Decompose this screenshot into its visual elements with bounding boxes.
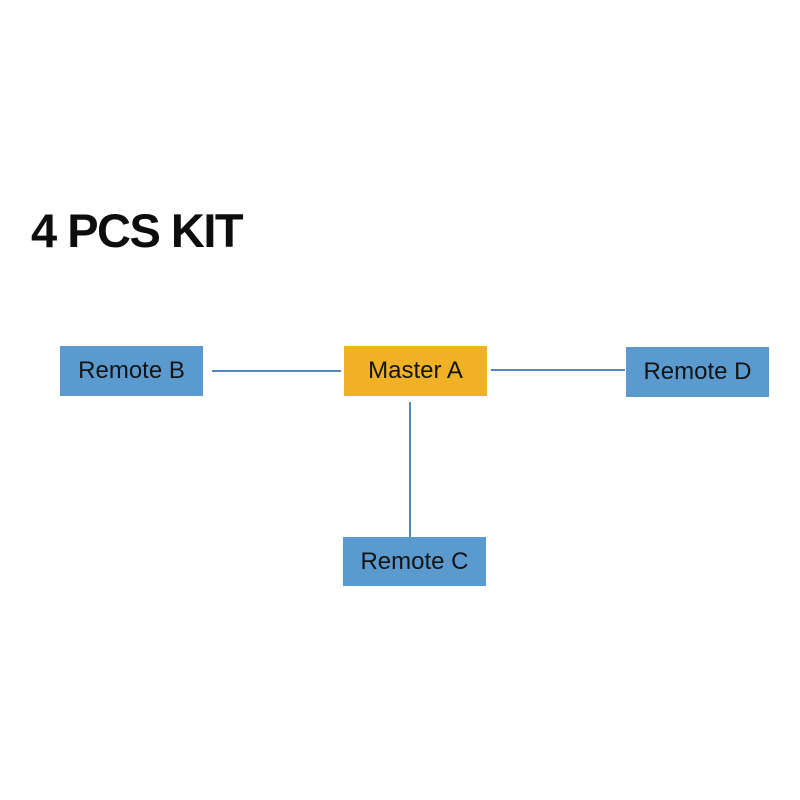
connector-master-a-to-remote-d xyxy=(491,369,625,371)
connector-remote-b-to-master-a xyxy=(212,370,341,372)
node-label-remote-c: Remote C xyxy=(360,547,469,575)
node-master-a: Master A xyxy=(344,346,487,396)
node-remote-d: Remote D xyxy=(626,347,769,397)
node-remote-b: Remote B xyxy=(60,346,203,396)
node-label-remote-d: Remote D xyxy=(643,358,752,385)
node-label-master-a: Master A xyxy=(368,357,463,384)
node-label-remote-b: Remote B xyxy=(78,357,185,384)
connector-master-a-to-remote-c xyxy=(409,402,411,537)
page-title: 4 PCS KIT xyxy=(31,204,244,257)
node-remote-c: Remote C xyxy=(343,537,486,586)
